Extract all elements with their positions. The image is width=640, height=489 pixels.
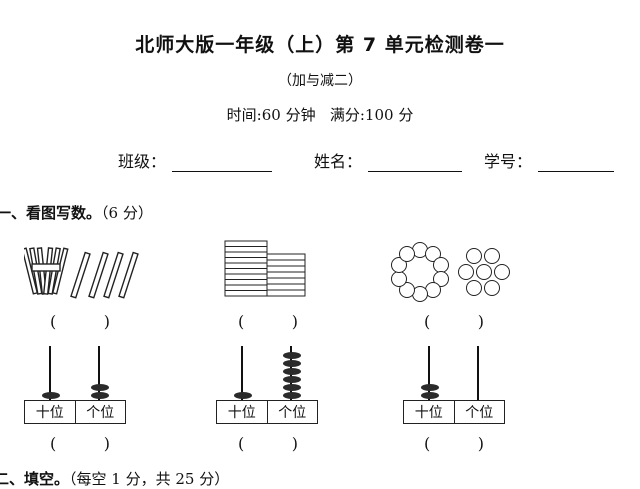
answer-blank-5[interactable]: () xyxy=(238,434,298,453)
section-2-title: 二、填空。 xyxy=(0,470,70,488)
section-1-score: （6 分） xyxy=(101,204,153,222)
circles-picture xyxy=(390,242,510,302)
loose-strips-icon xyxy=(266,253,306,297)
ones-bead xyxy=(283,384,301,391)
tens-bead xyxy=(234,392,252,399)
answer-blank-3[interactable]: () xyxy=(424,312,484,331)
section-2-heading: 二、填空。（每空 1 分，共 25 分） xyxy=(0,468,229,489)
answer-blank-1[interactable]: () xyxy=(50,312,110,331)
ones-bead xyxy=(283,392,301,399)
loose-sticks-icon xyxy=(70,251,139,299)
section-2-note: （每空 1 分，共 25 分） xyxy=(69,470,230,488)
tens-rod xyxy=(49,346,51,400)
page-title: 北师大版一年级（上）第 7 单元检测卷一 xyxy=(135,34,505,56)
name-field[interactable]: 姓名： xyxy=(314,148,463,172)
circle-icon xyxy=(476,264,492,280)
answer-blank-6[interactable]: () xyxy=(424,434,484,453)
abacus-2: 十位 个位 xyxy=(216,346,318,424)
tens-label: 十位 xyxy=(227,405,256,421)
student-id-label: 学号： xyxy=(484,152,533,171)
abacus-1: 十位 个位 xyxy=(24,346,126,424)
circle-icon xyxy=(466,248,482,264)
answer-blank-4[interactable]: () xyxy=(50,434,110,453)
circle-icon xyxy=(458,264,474,280)
student-id-blank[interactable] xyxy=(538,155,615,172)
ones-label: 个位 xyxy=(453,401,505,423)
class-blank[interactable] xyxy=(172,155,273,172)
stick-bundle-icon xyxy=(24,247,69,295)
place-value-box: 十位 个位 xyxy=(403,400,505,424)
ones-bead xyxy=(283,352,301,359)
section-1-title: 一、看图写数。 xyxy=(0,204,102,222)
name-label: 姓名： xyxy=(314,152,363,171)
circle-icon xyxy=(399,246,416,263)
circle-icon xyxy=(484,248,500,264)
tens-bead xyxy=(42,392,60,399)
circle-icon xyxy=(494,264,510,280)
place-value-box: 十位 个位 xyxy=(24,400,126,424)
ones-label: 个位 xyxy=(266,401,318,423)
tens-bead xyxy=(421,392,439,399)
abacus-3: 十位 个位 xyxy=(403,346,505,424)
class-field[interactable]: 班级： xyxy=(118,148,273,172)
answer-blank-2[interactable]: () xyxy=(238,312,298,331)
section-1-heading: 一、看图写数。（6 分） xyxy=(0,202,153,223)
strip-block-picture xyxy=(224,240,306,297)
student-id-field[interactable]: 学号： xyxy=(484,148,615,172)
ones-bead xyxy=(283,376,301,383)
page-subtitle: （加与减二） xyxy=(278,73,362,89)
tens-bead xyxy=(421,384,439,391)
ones-bead xyxy=(283,360,301,367)
tens-label: 十位 xyxy=(414,405,443,421)
stick-bundle-picture xyxy=(24,247,139,299)
time-and-score: 时间:60 分钟 满分:100 分 xyxy=(226,106,414,124)
ones-bead xyxy=(91,392,109,399)
ones-bead xyxy=(283,368,301,375)
class-label: 班级： xyxy=(118,152,167,171)
circle-icon xyxy=(391,270,408,287)
ones-bead xyxy=(91,384,109,391)
tens-label: 十位 xyxy=(35,405,64,421)
ones-rod xyxy=(98,346,100,400)
ones-label: 个位 xyxy=(74,401,126,423)
place-value-box: 十位 个位 xyxy=(216,400,318,424)
ones-rod xyxy=(477,346,479,400)
name-blank[interactable] xyxy=(368,155,463,172)
ten-strip-block-icon xyxy=(224,240,268,297)
circle-icon xyxy=(466,280,482,296)
tens-rod xyxy=(428,346,430,400)
circle-icon xyxy=(484,280,500,296)
tens-rod xyxy=(241,346,243,400)
